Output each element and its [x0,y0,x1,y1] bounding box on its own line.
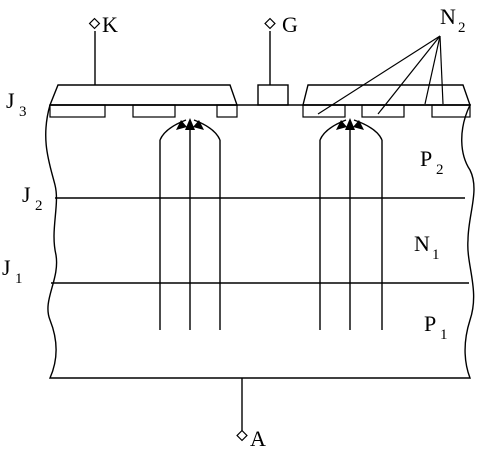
current-flow-left [159,118,221,330]
svg-text:2: 2 [436,162,444,178]
arrowhead [336,120,347,130]
svg-text:N: N [414,231,430,256]
arrowhead [193,120,204,130]
gate-metal [257,84,289,106]
n2-region [49,104,106,118]
svg-text:2: 2 [35,198,43,214]
region-label-n1: N 1 [414,231,440,263]
gate-label: G [282,12,298,37]
region-label-p2: P 2 [420,146,444,178]
region-label-p1: P 1 [424,311,448,343]
region-label-n2: N 2 [440,4,466,36]
svg-text:J: J [2,255,11,280]
svg-text:2: 2 [458,20,466,36]
n2-region [431,104,471,118]
gate-terminal-icon [264,17,276,30]
n2-region [302,104,346,118]
arrowhead [176,120,187,130]
n2-region [132,104,176,118]
n2-region [216,104,238,118]
svg-text:P: P [424,311,436,336]
svg-text:1: 1 [15,271,23,287]
device-body-outline [45,104,475,379]
cathode-metal-left [48,84,238,106]
junction-label-j3: J 3 [6,88,27,120]
arrowhead [185,118,195,130]
arrowhead [345,118,355,130]
svg-text:N: N [440,4,456,29]
junction-label-j2: J 2 [22,182,43,214]
svg-text:J: J [22,182,31,207]
n2-emitter-regions [49,104,471,118]
svg-text:P: P [420,146,432,171]
svg-text:1: 1 [432,247,440,263]
current-flow-right [319,118,383,330]
junction-label-j1: J 1 [2,255,23,287]
cathode-terminal-icon [88,17,101,30]
arrowhead [353,120,364,130]
svg-text:3: 3 [19,104,27,120]
n2-pointer-lines [317,35,444,115]
anode-label: A [250,426,266,449]
anode-terminal-icon [236,429,248,442]
svg-text:1: 1 [440,327,448,343]
cathode-metal-right [302,84,471,106]
cathode-label: K [102,12,118,37]
svg-text:J: J [6,88,15,113]
